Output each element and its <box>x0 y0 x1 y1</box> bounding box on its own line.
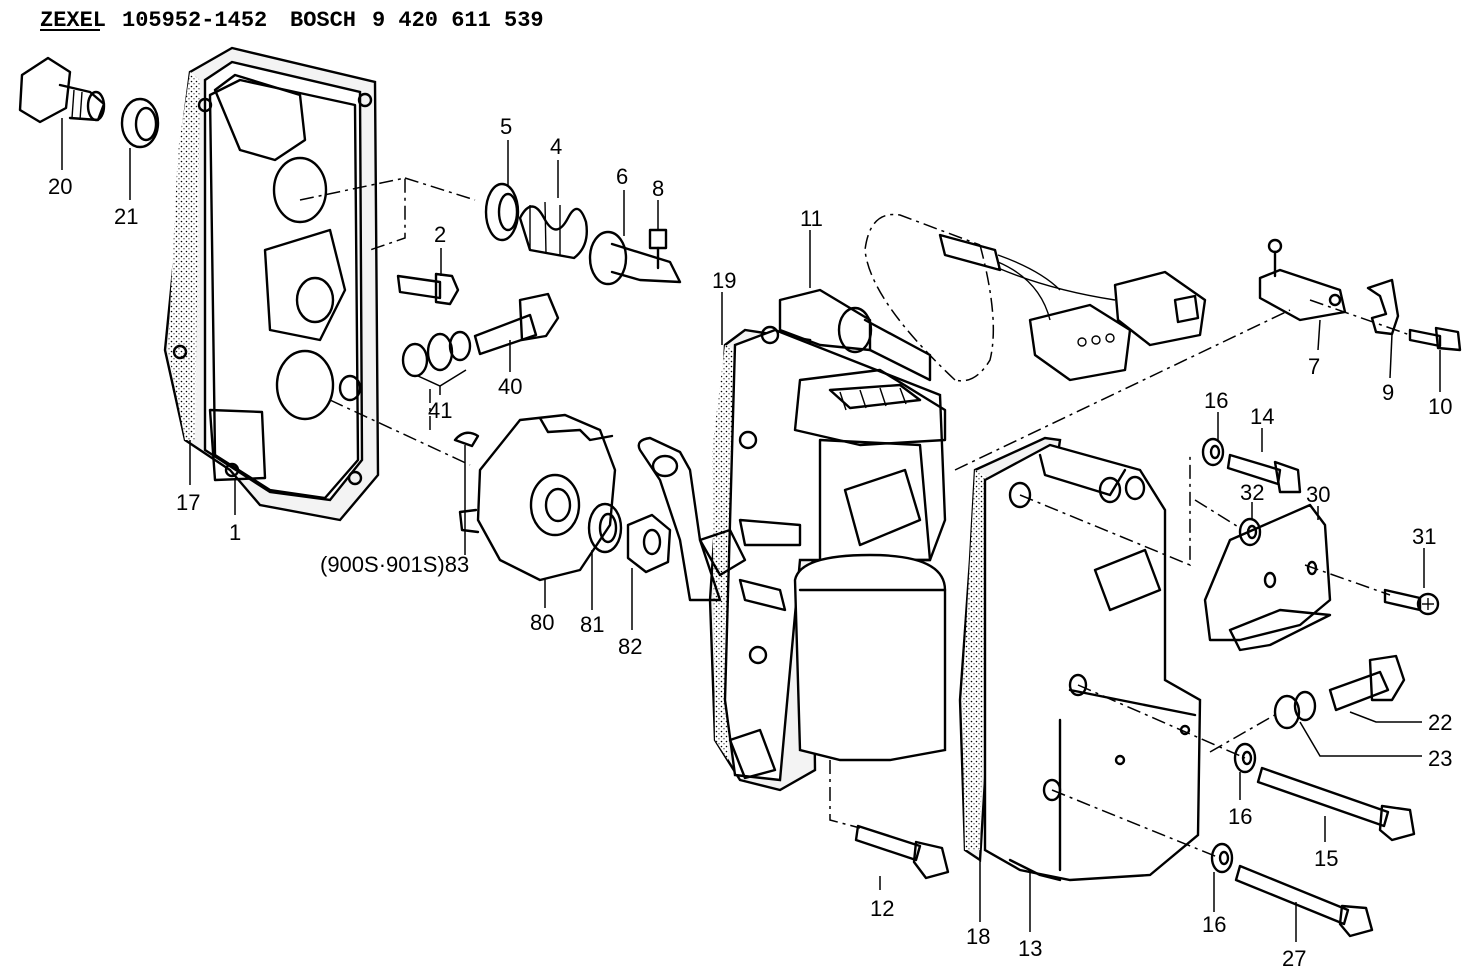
washer-part-32 <box>1238 517 1262 547</box>
screw-part-31 <box>1383 588 1440 616</box>
callout-31: 31 <box>1412 524 1436 549</box>
screw-part-10 <box>1408 326 1462 352</box>
callout-20: 20 <box>48 174 72 199</box>
callout-5: 5 <box>500 114 512 139</box>
screw-part-8 <box>648 228 668 270</box>
callout-11: 11 <box>800 206 823 231</box>
washer-part-21 <box>120 97 160 149</box>
zexel-part-number: 105952-1452 <box>122 8 267 33</box>
callout-14: 14 <box>1250 404 1274 429</box>
header: ZEXEL 105952-1452 BOSCH 9 420 611 539 <box>40 8 544 33</box>
bolt-part-22 <box>1328 654 1406 712</box>
bolt-part-15 <box>1256 766 1416 842</box>
callout-9: 9 <box>1382 380 1394 405</box>
actuator-body <box>723 288 947 782</box>
washer-part-16-bottom <box>1210 842 1234 874</box>
callout-82: 82 <box>618 634 642 659</box>
lever-part-6 <box>588 230 682 286</box>
callout-16-bottom: 16 <box>1202 912 1226 937</box>
callout-80: 80 <box>530 610 554 635</box>
bosch-part-number: 9 420 611 539 <box>372 8 544 33</box>
washers-part-41 <box>401 330 472 378</box>
sensor-part-20 <box>18 56 106 124</box>
washer-part-81 <box>587 502 623 554</box>
callout-10: 10 <box>1428 394 1452 419</box>
cover-part-13 <box>983 443 1202 882</box>
ring-part-5 <box>484 182 520 242</box>
callout-22: 22 <box>1428 710 1452 735</box>
bolt-part-12 <box>854 824 950 880</box>
callout-7: 7 <box>1308 354 1320 379</box>
bracket-part-7 <box>1258 238 1347 322</box>
link-arm <box>637 436 802 612</box>
callout-15: 15 <box>1314 846 1338 871</box>
callout-21: 21 <box>114 204 138 229</box>
callout-17: 17 <box>176 490 200 515</box>
housing-part-1 <box>172 73 373 500</box>
key-part-83 <box>453 431 480 448</box>
callout-6: 6 <box>616 164 628 189</box>
bolt-part-27 <box>1234 864 1374 938</box>
washers-part-23 <box>1273 690 1317 730</box>
callout-8: 8 <box>652 176 664 201</box>
bolt-part-14 <box>1226 453 1302 494</box>
callout-32: 32 <box>1240 480 1264 505</box>
nut-part-82 <box>626 513 672 574</box>
washer-part-16-top <box>1201 437 1225 467</box>
callout-83: (900S·901S)83 <box>320 552 469 577</box>
callout-23: 23 <box>1428 746 1452 771</box>
callout-18: 18 <box>966 924 990 949</box>
wiring-harness <box>864 213 1207 382</box>
brand-bosch: BOSCH <box>290 8 356 33</box>
callout-16-top: 16 <box>1204 388 1228 413</box>
plate-part-30 <box>1203 503 1332 652</box>
callout-numbers: 20 21 17 1 2 5 4 6 8 40 41 (900S·901S)83… <box>48 114 1452 971</box>
callout-27: 27 <box>1282 946 1306 971</box>
callout-30: 30 <box>1306 482 1330 507</box>
callout-2: 2 <box>434 222 446 247</box>
brand-zexel: ZEXEL <box>40 8 106 33</box>
callout-1: 1 <box>229 520 241 545</box>
callout-40: 40 <box>498 374 522 399</box>
gear-part-80 <box>458 413 617 582</box>
gasket-part-17 <box>163 46 380 522</box>
washer-part-16-mid <box>1233 742 1257 774</box>
callout-16-mid: 16 <box>1228 804 1252 829</box>
callout-41: 41 <box>428 398 452 423</box>
callout-12: 12 <box>870 896 894 921</box>
leader-lines <box>61 118 1441 942</box>
callout-19: 19 <box>712 268 736 293</box>
callout-81: 81 <box>580 612 604 637</box>
spring-part-4 <box>518 201 588 260</box>
clip-part-9 <box>1366 278 1400 336</box>
bolt-part-40 <box>473 292 560 356</box>
callout-4: 4 <box>550 134 562 159</box>
callout-13: 13 <box>1018 936 1042 961</box>
bolt-part-2 <box>396 272 460 306</box>
